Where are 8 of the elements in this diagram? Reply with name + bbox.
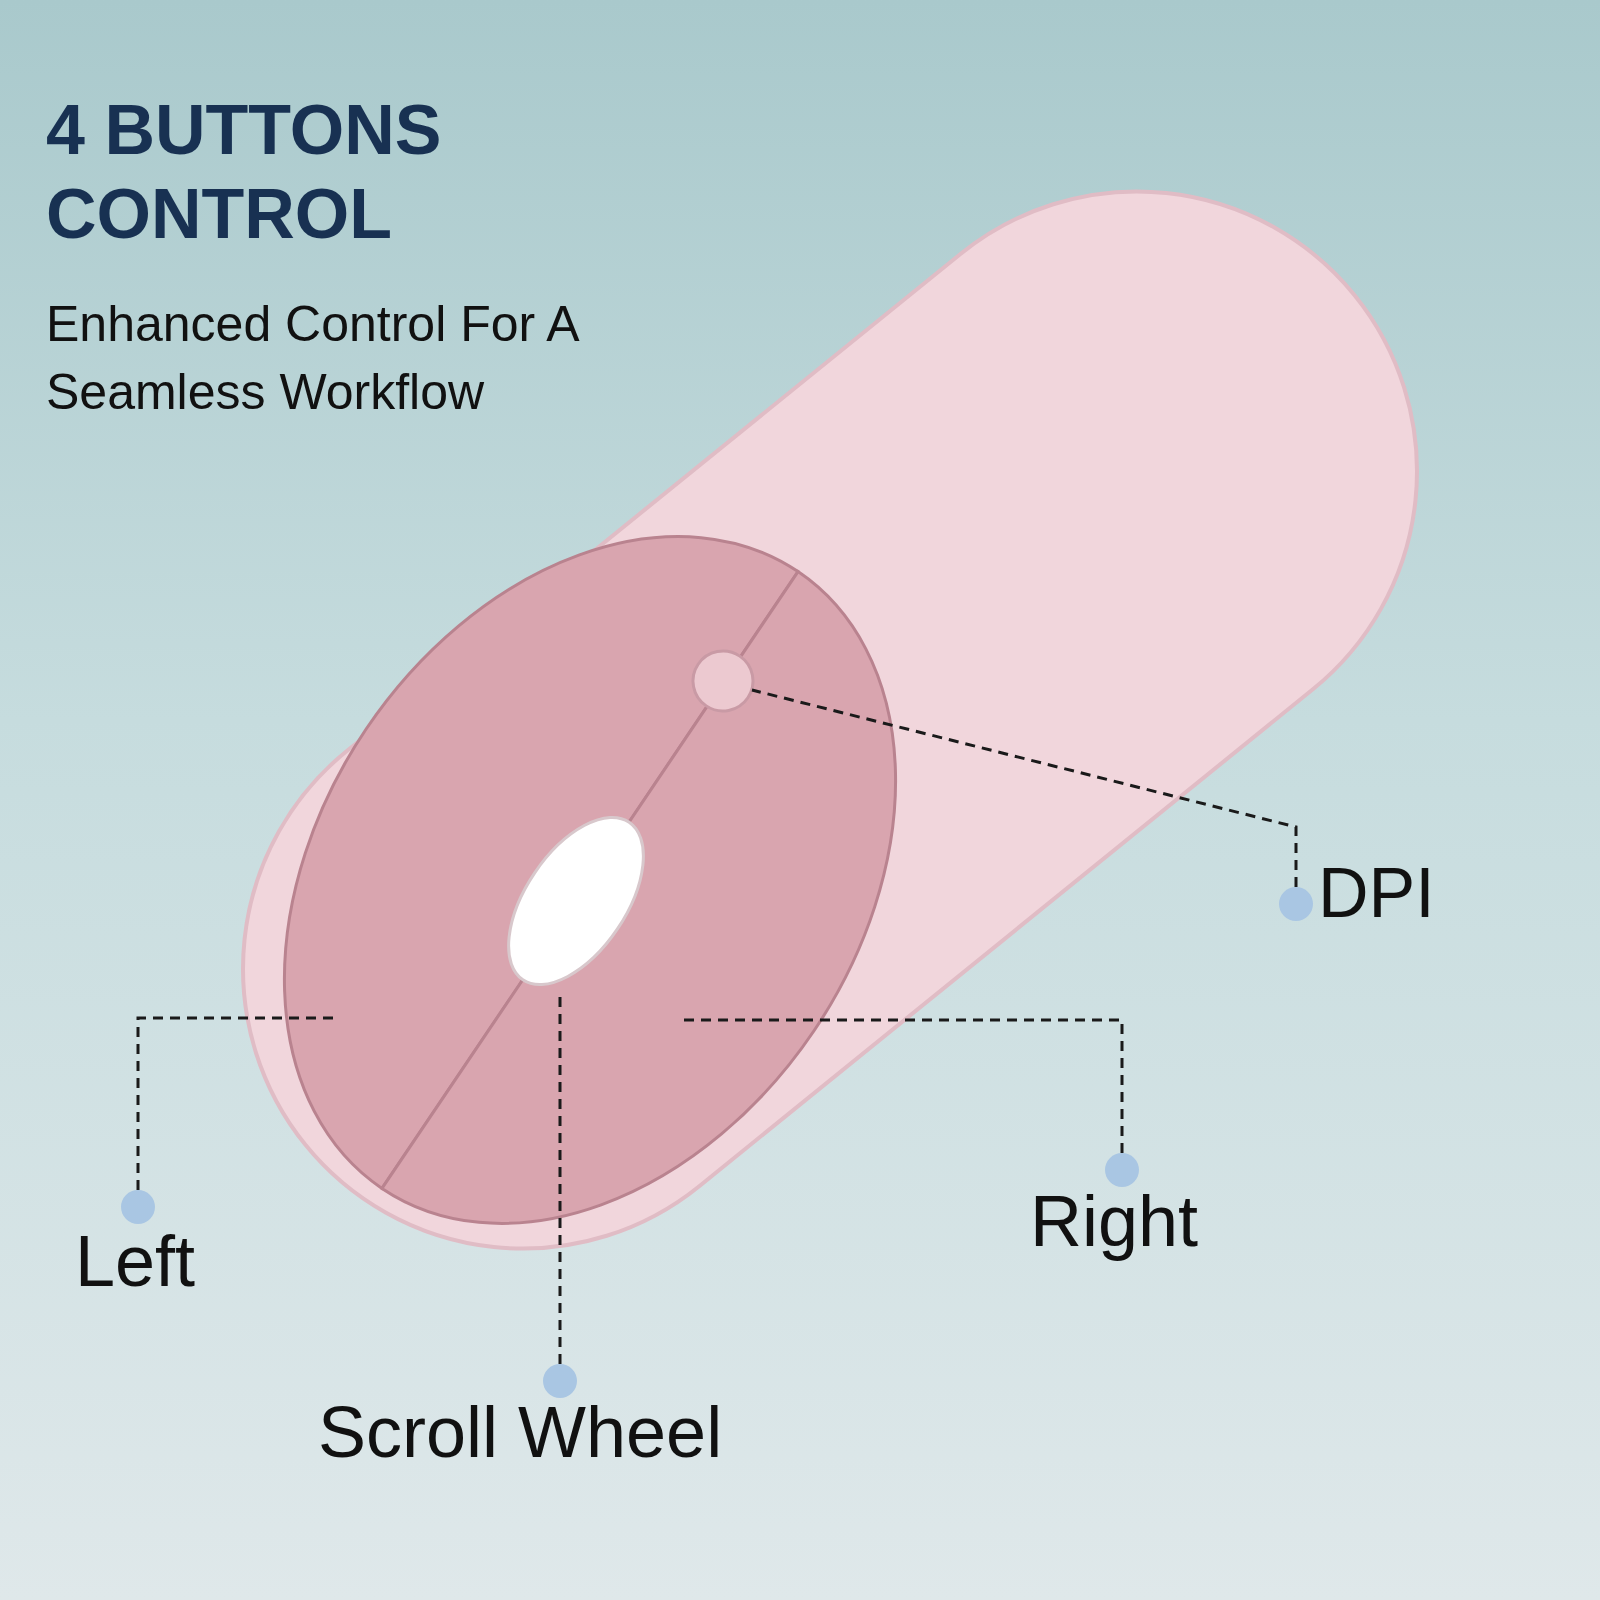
callout-label: DPI <box>1318 858 1435 928</box>
subheading: Enhanced Control For A Seamless Workflow <box>46 295 579 422</box>
heading: 4 BUTTONS CONTROL <box>46 90 443 255</box>
callout-label: Left <box>75 1225 196 1297</box>
callout-label: Scroll Wheel <box>318 1396 723 1468</box>
leader-line <box>751 688 1313 921</box>
left-button <box>283 535 800 1190</box>
right-button <box>380 570 897 1225</box>
